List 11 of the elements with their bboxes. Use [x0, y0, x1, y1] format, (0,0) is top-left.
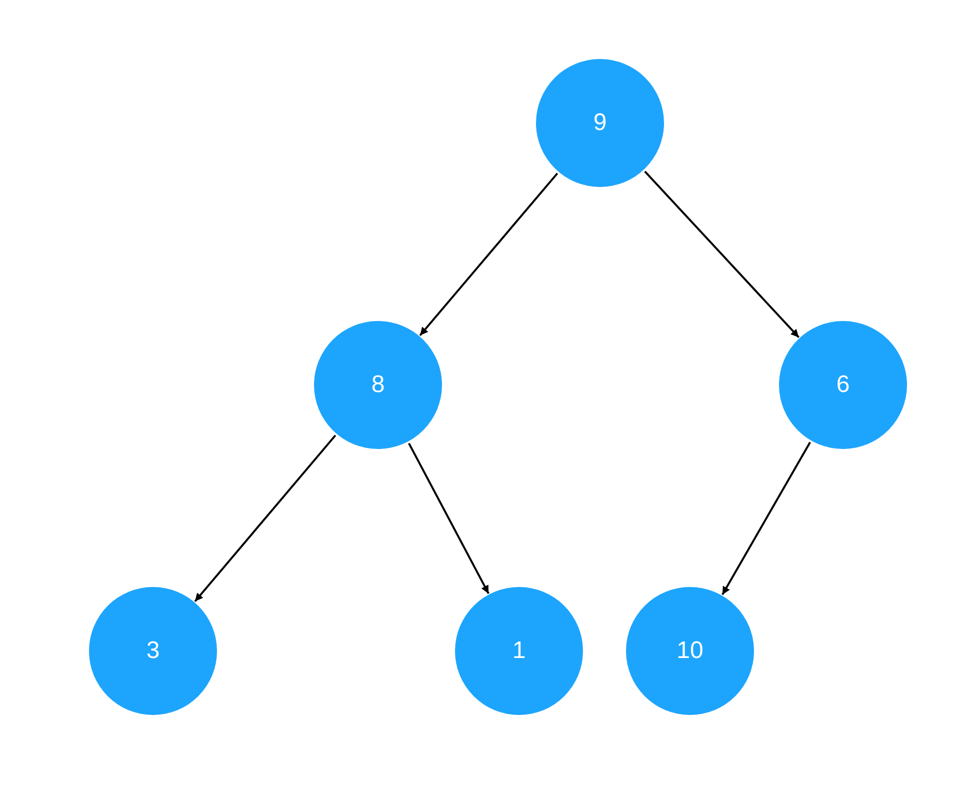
node-value: 6: [836, 371, 850, 399]
node-value: 1: [512, 637, 526, 665]
arrow: [722, 442, 811, 596]
arrow: [194, 434, 336, 602]
node-value: 8: [371, 371, 385, 399]
node-value: 10: [676, 637, 704, 665]
node-value: 9: [593, 109, 607, 137]
arrow: [419, 172, 558, 336]
node-value: 3: [146, 637, 160, 665]
arrow: [644, 170, 800, 338]
arrow: [408, 442, 490, 594]
